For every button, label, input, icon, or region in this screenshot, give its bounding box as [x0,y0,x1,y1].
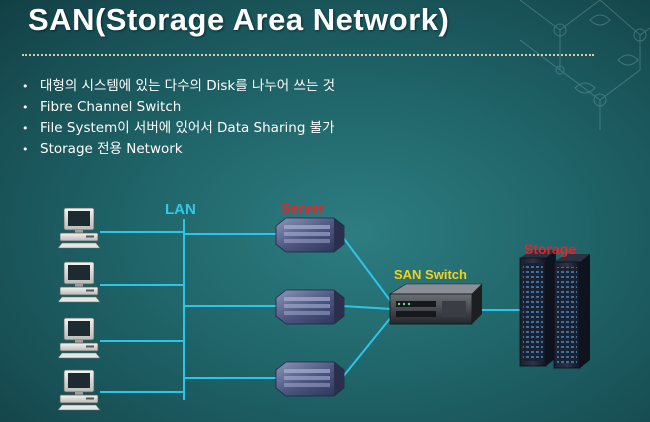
bullet-text: Fibre Channel Switch [40,99,182,115]
client-pc-icon [57,369,101,411]
bullet-dot-icon: • [22,101,29,114]
bullet-dot-icon: • [22,122,29,135]
server-icon [275,361,345,397]
bullet-item: • Fibre Channel Switch [22,97,335,118]
bullet-dot-icon: • [22,143,29,156]
san-switch-icon [388,283,483,325]
slide-title: SAN(Storage Area Network) [28,2,450,37]
client-pc-icon [57,207,101,249]
network-links [100,219,524,400]
bullet-text: Storage 전용 Network [40,141,183,157]
san-link [341,235,393,304]
san-link [341,315,393,379]
client-pc-icon [57,317,101,359]
san-switch-label: SAN Switch [394,267,467,282]
server-icon [275,217,345,253]
bullet-item: • File System이 서버에 있어서 Data Sharing 불가 [22,118,335,139]
client-pc-icon [57,261,101,303]
server-label: Server [281,200,325,216]
title-divider [22,54,594,56]
storage-rack-icon [519,250,556,367]
lan-label: LAN [165,201,196,218]
bullet-text: File System이 서버에 있어서 Data Sharing 불가 [40,120,335,136]
bullet-list: • 대형의 시스템에 있는 다수의 Disk를 나누어 쓰는 것 • Fibre C… [22,76,335,160]
san-link [341,305,393,310]
storage-rack-icon [553,254,590,369]
bullet-item: • 대형의 시스템에 있는 다수의 Disk를 나누어 쓰는 것 [22,76,335,97]
bullet-item: • Storage 전용 Network [22,139,335,160]
bullet-text: 대형의 시스템에 있는 다수의 Disk를 나누어 쓰는 것 [40,78,336,94]
bullet-dot-icon: • [22,80,29,93]
server-icon [275,289,345,325]
storage-label: Storage [524,241,576,257]
